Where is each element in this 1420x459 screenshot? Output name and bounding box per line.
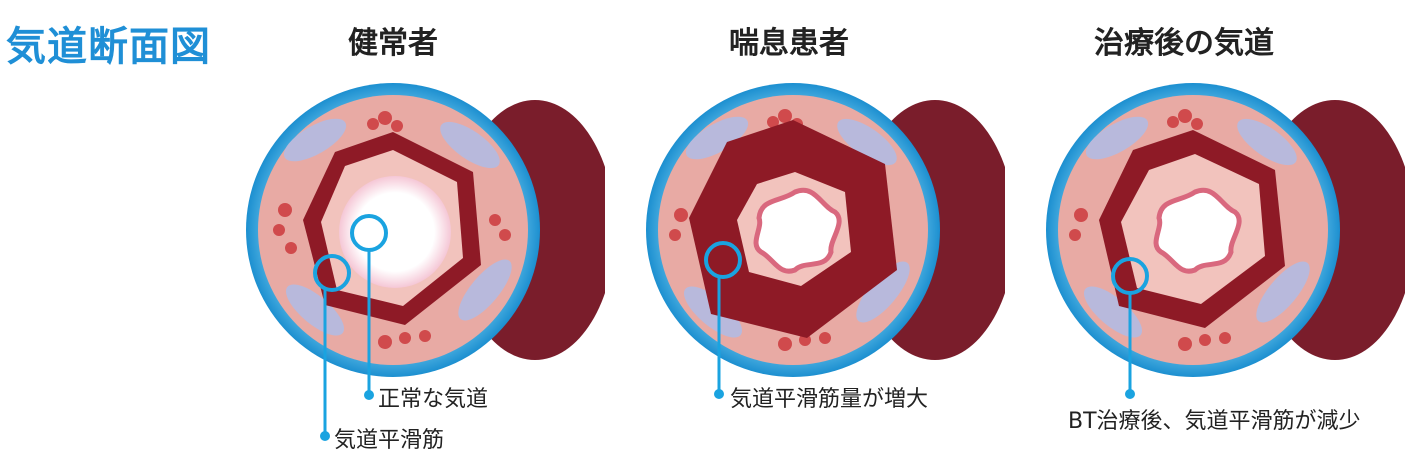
- page-title: 気道断面図: [6, 24, 211, 70]
- column-title-asthma: 喘息患者: [729, 26, 849, 61]
- airway-cross-section-asthma: [646, 83, 1005, 377]
- leader-dot-increased-muscle: [714, 389, 724, 399]
- label-normal-airway: 正常な気道: [378, 387, 489, 412]
- column-title-healthy: 健常者: [348, 26, 438, 61]
- callout-ring-increased-muscle: [704, 241, 742, 279]
- leader-dot-normal-airway: [364, 390, 374, 400]
- airway-cross-section-healthy: [246, 83, 605, 377]
- label-increased-muscle: 気道平滑筋量が増大: [730, 387, 929, 412]
- leader-dot-smooth-muscle: [320, 431, 330, 441]
- airway-figure-healthy: [245, 80, 605, 380]
- column-title-after-treatment: 治療後の気道: [1094, 26, 1274, 61]
- callout-ring-smooth-muscle: [313, 254, 351, 292]
- airway-cross-section-after-treatment: [1046, 83, 1405, 377]
- label-reduced-muscle: BT治療後、気道平滑筋が減少: [1068, 409, 1361, 434]
- label-airway-smooth-muscle: 気道平滑筋: [334, 428, 445, 453]
- airway-figure-after-treatment: [1045, 80, 1405, 380]
- leader-dot-reduced-muscle: [1125, 389, 1135, 399]
- airway-figure-asthma: [645, 80, 1005, 380]
